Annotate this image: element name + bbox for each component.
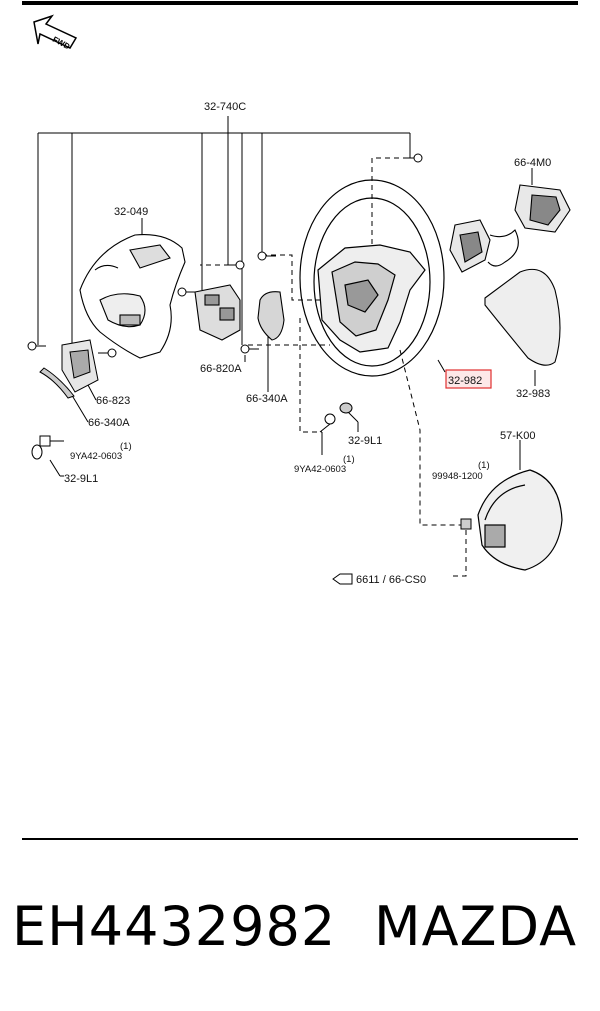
label-32-982: 32-982 — [448, 375, 482, 387]
steering-wheel — [299, 179, 445, 377]
switch-cluster-66-4m0 — [449, 184, 571, 273]
qty-left: (1) — [120, 441, 132, 452]
part-number: EH4432982 — [12, 895, 337, 958]
switch-66-823 — [61, 339, 99, 393]
label-32-9l1-mid: 32-9L1 — [348, 435, 382, 447]
label-57-k00: 57-K00 — [500, 430, 535, 442]
label-32-049: 32-049 — [114, 206, 148, 218]
reference-arrow-icon — [332, 573, 353, 585]
cover-66-340a-left — [39, 367, 75, 399]
label-32-983: 32-983 — [516, 388, 550, 400]
label-66-823: 66-823 — [96, 395, 130, 407]
label-32-9l1-left: 32-9L1 — [64, 473, 98, 485]
label-66-820a: 66-820A — [200, 363, 242, 375]
label-99948-1200: 99948-1200 — [432, 471, 483, 482]
label-66-340a-mid: 66-340A — [246, 393, 288, 405]
label-66-4m0: 66-4M0 — [514, 157, 551, 169]
top-rule — [22, 1, 578, 5]
label-9ya42-left: 9YA42-0603 — [70, 451, 122, 462]
label-ref-6611: 6611 / 66-CS0 — [356, 574, 426, 586]
screws — [27, 153, 472, 530]
column-cover-upper — [79, 233, 186, 359]
steering-wheel-parts-diagram: FWD — [27, 14, 571, 586]
dashed-leaders — [200, 157, 467, 577]
bottom-rule — [22, 838, 578, 840]
label-32-740c: 32-740C — [204, 101, 246, 113]
highlight-box — [445, 369, 492, 389]
switch-66-820a — [194, 284, 241, 341]
lower-cover-32-983 — [484, 268, 561, 366]
cover-66-340a-mid — [257, 291, 285, 341]
fwd-arrow-icon: FWD — [33, 14, 78, 51]
qty-right: (1) — [478, 460, 490, 471]
callout-lines — [37, 116, 536, 477]
label-66-340a-left: 66-340A — [88, 417, 130, 429]
airbag-57-k00 — [477, 469, 563, 571]
qty-mid: (1) — [343, 454, 355, 465]
brand-name: MAZDA — [374, 895, 578, 958]
label-9ya42-mid: 9YA42-0603 — [294, 464, 346, 475]
